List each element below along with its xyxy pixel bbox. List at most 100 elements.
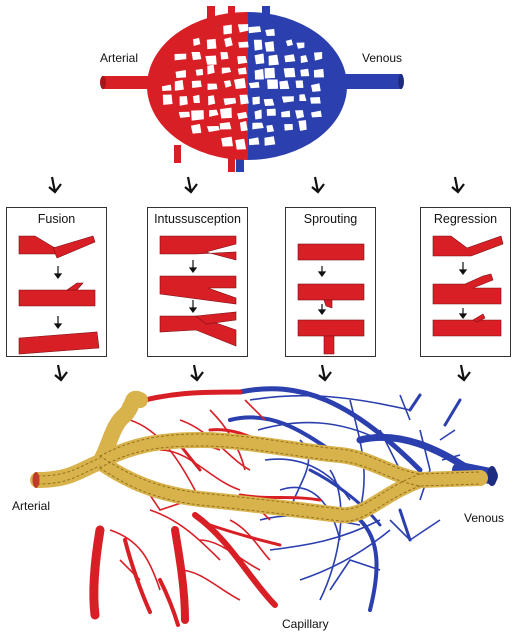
arterial-inlet-end <box>32 472 40 488</box>
mesh-hole <box>253 39 263 51</box>
mesh-hole <box>266 108 276 116</box>
arterial-inlet-vessel <box>102 76 162 89</box>
arrow-down-icon <box>184 176 198 194</box>
panel-title: Regression <box>433 212 498 226</box>
plexus-sprout <box>228 152 235 172</box>
mesh-hole <box>191 80 202 89</box>
mesh-hole <box>310 97 321 104</box>
mesh-hole <box>295 110 305 119</box>
mesh-hole <box>254 53 265 65</box>
panel-title: Intussusception <box>154 212 241 226</box>
mesh-hole <box>264 67 276 79</box>
mesh-hole <box>195 68 204 76</box>
sprouting-steps <box>297 243 365 355</box>
mesh-hole <box>313 52 323 61</box>
mesh-hole <box>268 54 279 66</box>
mesh-hole <box>235 138 247 150</box>
mesh-hole <box>254 68 264 80</box>
mesh-hole <box>266 124 275 133</box>
mesh-hole <box>205 55 217 65</box>
mesh-hole <box>283 67 296 78</box>
mesh-hole <box>223 24 232 35</box>
mesh-hole <box>239 121 248 132</box>
mesh-hole <box>223 80 232 88</box>
panel-intussusception: Intussusception <box>147 207 248 357</box>
mesh-hole <box>192 94 200 104</box>
mesh-hole <box>207 83 218 91</box>
arterial-inlet-end <box>100 76 106 89</box>
venous-outlet-end <box>398 74 404 89</box>
panel-regression: Regression <box>420 207 511 357</box>
mesh-hole <box>285 39 293 47</box>
mesh-hole <box>174 53 187 61</box>
mesh-hole <box>206 126 220 133</box>
arrow-down-icon <box>48 176 62 194</box>
venous-outlet-vessel <box>330 74 402 89</box>
mesh-hole <box>219 122 232 130</box>
mesh-hole <box>238 41 249 48</box>
mesh-hole <box>300 55 308 64</box>
mesh-hole <box>207 64 215 75</box>
mesh-hole <box>161 84 172 92</box>
plexus-sprout <box>236 150 244 172</box>
mesh-hole <box>281 96 294 103</box>
label-bottom-arterial: Arterial <box>12 499 50 513</box>
mesh-hole <box>295 80 304 89</box>
mesh-hole <box>224 37 233 48</box>
mesh-hole <box>248 26 262 34</box>
mesh-hole <box>219 107 232 119</box>
arrow-down-icon <box>311 176 325 194</box>
plexus-sprout <box>207 6 215 22</box>
mesh-hole <box>175 70 187 79</box>
mesh-hole <box>208 95 216 106</box>
venous-outlet-end <box>487 466 497 486</box>
mesh-hole <box>313 68 325 78</box>
mesh-hole <box>263 98 275 107</box>
label-capillary: Capillary <box>282 617 329 631</box>
mesh-hole <box>248 81 260 89</box>
arrow-down-icon <box>318 364 332 382</box>
mesh-hole <box>252 96 260 105</box>
mesh-hole <box>267 79 279 89</box>
mesh-hole <box>310 83 321 92</box>
regression-steps <box>432 235 504 337</box>
mesh-hole <box>279 80 290 90</box>
plexus-meshwork <box>161 24 325 150</box>
mesh-hole <box>233 78 247 90</box>
panel-fusion: Fusion <box>6 207 107 357</box>
mesh-hole <box>239 94 249 105</box>
mesh-hole <box>162 94 173 105</box>
intussusception-steps <box>159 235 237 347</box>
mesh-hole <box>311 110 322 118</box>
mesh-hole <box>237 111 248 120</box>
mesh-hole <box>264 136 276 146</box>
mesh-hole <box>237 24 249 33</box>
mesh-hole <box>264 41 275 52</box>
arrow-down-icon <box>457 364 471 382</box>
mesh-hole <box>254 109 262 120</box>
mesh-hole <box>252 122 264 130</box>
mesh-hole <box>299 94 307 101</box>
arrow-down-icon <box>451 176 465 194</box>
mesh-hole <box>248 137 260 146</box>
panel-title: Fusion <box>37 212 76 226</box>
mesh-hole <box>223 97 237 106</box>
mesh-hole <box>209 109 219 117</box>
muscular-trunks <box>30 390 488 524</box>
mesh-hole <box>221 136 233 147</box>
arrows-row-1 <box>48 176 465 194</box>
label-bottom-venous: Venous <box>464 511 504 525</box>
plexus-sprout <box>174 145 181 163</box>
mesh-hole <box>237 67 247 75</box>
arrows-row-2 <box>54 364 471 382</box>
mesh-hole <box>193 37 201 46</box>
label-top-venous: Venous <box>362 51 402 65</box>
label-top-arterial: Arterial <box>100 51 138 65</box>
mesh-hole <box>237 55 248 65</box>
mesh-hole <box>284 123 293 131</box>
mesh-hole <box>298 120 307 131</box>
mesh-hole <box>179 96 188 106</box>
